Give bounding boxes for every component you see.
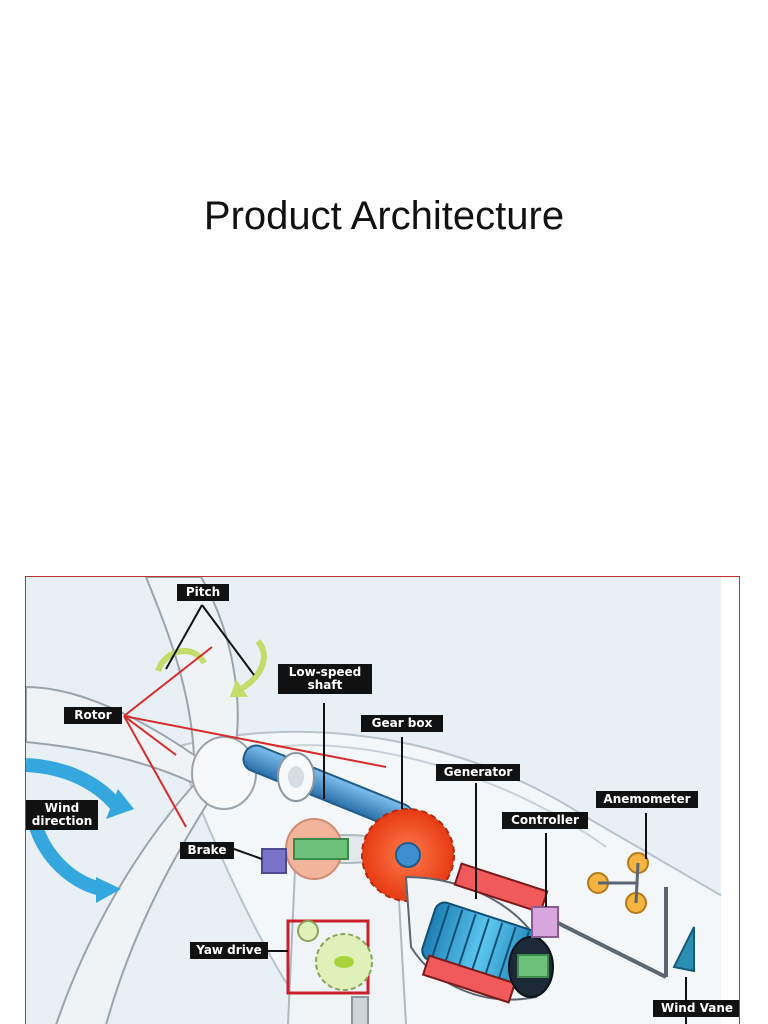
wind-turbine-diagram: Pitch Low-speed shaft Rotor Gear box Gen… (25, 576, 740, 1024)
label-pitch: Pitch (177, 584, 229, 601)
label-low-speed-shaft: Low-speed shaft (278, 664, 372, 694)
controller-cable (557, 921, 667, 979)
label-generator: Generator (436, 764, 520, 781)
generator-stator-top (453, 862, 549, 914)
rotor-hub (191, 736, 257, 810)
leader-lines (165, 604, 687, 1024)
generator-shaft-stub (517, 954, 549, 978)
callout-lines (123, 646, 387, 828)
generator-stator-bottom (421, 954, 517, 1004)
pitch-arrow-right (239, 639, 267, 692)
wind-vane-fin (672, 926, 695, 973)
label-anemometer: Anemometer (596, 791, 698, 808)
brake-shaft (293, 838, 349, 860)
wind-arrow-upper (26, 758, 122, 810)
yaw-pinion (297, 920, 319, 942)
yaw-gear-hub (334, 956, 354, 968)
label-gear-box: Gear box (361, 715, 443, 732)
figure-right-margin (721, 577, 739, 1024)
wind-arrowhead-upper (106, 789, 134, 819)
label-wind-direction: Wind direction (26, 800, 98, 830)
label-rotor: Rotor (64, 707, 122, 724)
gear-hub (395, 842, 421, 868)
brake-caliper (261, 848, 287, 874)
slide-title: Product Architecture (203, 194, 565, 238)
label-yaw-drive: Yaw drive (190, 942, 268, 959)
wind-arrowhead-lower (96, 877, 121, 903)
label-controller: Controller (502, 812, 588, 829)
wind-arrow-lower (29, 824, 103, 896)
pitch-arrow-left (155, 648, 207, 673)
controller-box (531, 906, 559, 938)
label-wind-vane: Wind Vane (653, 1000, 739, 1017)
pitch-arrowhead (230, 679, 248, 697)
shaft-bearing-inner (288, 766, 304, 788)
yaw-post (351, 996, 369, 1024)
label-brake: Brake (180, 842, 234, 859)
